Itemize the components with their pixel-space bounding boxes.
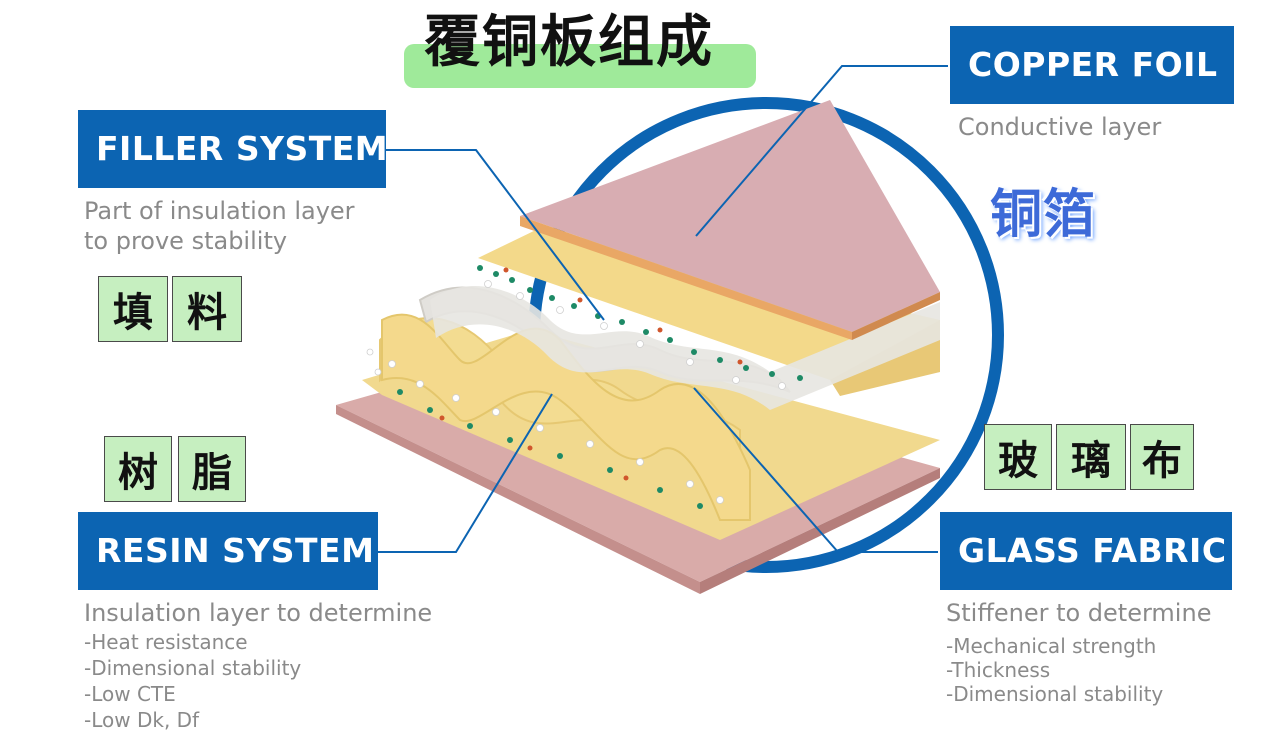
copper-foil-header: COPPER FOIL: [950, 26, 1234, 104]
resin-item-3: -Low CTE: [84, 682, 176, 706]
glass-fabric-header: GLASS FABRIC: [940, 512, 1232, 590]
copper-foil-desc: Conductive layer: [958, 113, 1162, 141]
top-copper-layer: [520, 100, 940, 332]
glass-cn-char-1: 玻: [984, 424, 1052, 490]
title-text: 覆铜板组成: [424, 10, 714, 75]
resin-cn-char-1: 树: [104, 436, 172, 502]
glass-fabric-desc: Stiffener to determine: [946, 599, 1212, 627]
resin-cn-char-2: 脂: [178, 436, 246, 502]
glass-item-1: -Mechanical strength: [946, 634, 1157, 658]
filler-system-desc-1: Part of insulation layer: [84, 197, 355, 225]
resin-item-1: -Heat resistance: [84, 630, 248, 654]
filler-cn-char-1: 填: [98, 276, 168, 342]
glass-cn-char-2: 璃: [1056, 424, 1126, 490]
filler-particles: [397, 265, 803, 509]
glass-item-2: -Thickness: [946, 658, 1051, 682]
copper-foil-cn-label: 铜箔: [990, 185, 1097, 245]
glass-cn-char-3: 布: [1130, 424, 1194, 490]
copper-foil-title: COPPER FOIL: [968, 45, 1218, 84]
filler-system-header: FILLER SYSTEM: [78, 110, 389, 188]
glass-fabric-strip: [430, 285, 940, 410]
resin-item-2: -Dimensional stability: [84, 656, 302, 680]
resin-item-4: -Low Dk, Df: [84, 708, 200, 732]
leader-lines: [378, 65, 948, 553]
filler-system-desc-2: to prove stability: [84, 227, 288, 255]
resin-system-title: RESIN SYSTEM: [96, 531, 375, 570]
glass-item-3: -Dimensional stability: [946, 682, 1164, 706]
upper-resin-layer: [478, 228, 940, 380]
glass-fabric-title: GLASS FABRIC: [958, 531, 1227, 570]
diagram-title: 覆铜板组成: [404, 4, 756, 90]
title-highlight: [404, 44, 756, 88]
resin-wave-front: [381, 313, 751, 521]
resin-system-desc: Insulation layer to determine: [84, 599, 433, 627]
resin-system-header: RESIN SYSTEM: [78, 512, 378, 590]
filler-cn-char-2: 料: [172, 276, 242, 342]
filler-system-title: FILLER SYSTEM: [96, 129, 389, 168]
